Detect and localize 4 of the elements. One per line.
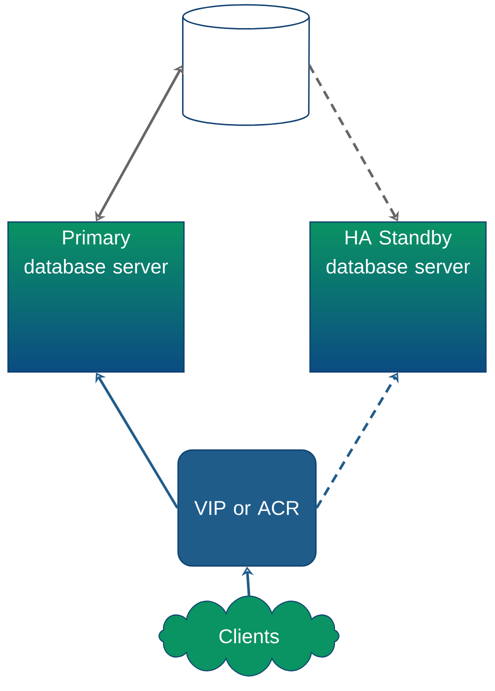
- rounded-box: VIP or ACR: [177, 449, 317, 567]
- database-cylinder: [182, 4, 310, 126]
- server-box: HA Standby database server: [309, 221, 487, 373]
- server-box: Primary database server: [7, 221, 185, 373]
